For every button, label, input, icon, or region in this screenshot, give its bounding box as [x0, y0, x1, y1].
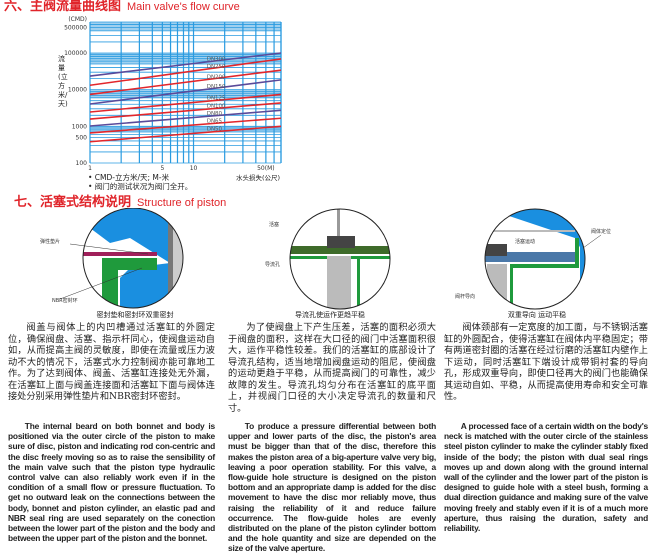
y-unit-label: (CMD) [68, 16, 87, 23]
paragraph-zh-3: 阀体颈部有一定宽度的加工面，与不锈钢活塞缸的外圆配合，使得活塞缸在阀体内平稳固定… [444, 322, 648, 402]
series-label: DN300 [207, 57, 226, 63]
chart-note-1: • CMD-立方米/天; M-米 [88, 173, 170, 182]
paragraph-en-1: The internal beard on both bonnet and bo… [8, 421, 215, 544]
diagram2-caption: 导流孔使运作更趋平稳 [295, 311, 365, 319]
paragraph-en-3: A processed face of a certain width on t… [444, 421, 648, 534]
series-label: DN65 [207, 118, 223, 124]
label-stem-guide: 阀杆导向 [455, 293, 475, 300]
series-label: DN150 [207, 84, 226, 90]
section6-title-en: Main valve's flow curve [127, 1, 240, 13]
diagram1-caption: 密封垫和密封环双重密封 [96, 311, 174, 319]
series-label: DN50 [207, 127, 223, 133]
flow-hole-diagram: 活塞 导流孔 [265, 208, 391, 310]
series-label: DN100 [207, 104, 226, 110]
y-tick-label: 500000 [64, 24, 87, 31]
chart-ylabel: 流量(立方米/天) [58, 55, 68, 108]
series-label: DN125 [207, 96, 226, 102]
diagram3-caption: 双重导向 运动平稳 [507, 311, 567, 319]
label-piston-motion: 活塞运动 [515, 238, 535, 245]
label-nbr-ring: NBR密封环 [52, 297, 78, 304]
flow-curve-chart: DN300DN250DN200DN150DN125DN100DN80DN65DN… [64, 16, 282, 172]
chart-xlabel: 水头损失(公尺) [236, 174, 281, 182]
paragraph-zh-1: 阀盖与阀体上的内凹槽通过活塞缸的外圆定位，确保阀盘、活塞、指示杆同心，使阀盘运动… [8, 322, 215, 402]
series-line-dn250 [89, 58, 282, 87]
grid-band [90, 89, 281, 98]
label-elastic-pad: 弹性垫片 [40, 238, 60, 245]
series-line-dn50 [89, 125, 282, 143]
label-piston: 活塞 [269, 221, 279, 228]
series-line-dn100 [89, 102, 282, 120]
series-label: DN200 [207, 74, 226, 80]
grid-band [90, 22, 281, 31]
chart-note-2: • 阀门的测试状况为阀门全开。 [88, 182, 193, 191]
y-tick-label: 100000 [64, 50, 87, 57]
section6-title-zh: 六、主阀流量曲线图 [4, 0, 122, 14]
y-tick-label: 1000 [72, 123, 87, 130]
label-body-position: 阀体定位 [591, 228, 611, 235]
series-label: DN250 [207, 64, 226, 70]
section7-title-en: Structure of piston [137, 197, 227, 209]
paragraph-zh-2: 为了使阀盘上下产生压差，活塞的面积必须大于阀盘的面积，这样在大口径的阀门中活塞面… [228, 322, 436, 414]
section7-title: 七、活塞式结构说明 Structure of piston [14, 196, 226, 210]
y-tick-label: 100 [76, 160, 88, 167]
label-flow-hole: 导流孔 [265, 261, 280, 268]
section6-title: 六、主阀流量曲线图 Main valve's flow curve [4, 0, 240, 14]
x-tick-label: 1 [88, 165, 92, 172]
y-tick-label: 10000 [68, 87, 87, 94]
seal-diagram: 弹性垫片 NBR密封环 [40, 208, 184, 309]
series-line-dn65 [89, 117, 282, 134]
series-line-dn80 [89, 109, 282, 127]
y-tick-label: 500 [76, 134, 88, 141]
grid-band [90, 126, 281, 133]
series-line-dn200 [89, 69, 282, 96]
series-label: DN80 [207, 111, 223, 117]
series-line-dn150 [89, 79, 282, 105]
section7-title-zh: 七、活塞式结构说明 [14, 195, 132, 210]
x-tick-label: 50(M) [257, 165, 275, 172]
x-tick-label: 10 [190, 165, 198, 172]
series-line-dn125 [89, 93, 282, 113]
dual-guide-diagram: 阀体定位 活塞运动 阀杆导向 [455, 208, 611, 310]
x-tick-label: 5 [160, 165, 164, 172]
series-line-dn300 [89, 52, 282, 77]
paragraph-en-2: To produce a pressure differential betwe… [228, 421, 436, 554]
